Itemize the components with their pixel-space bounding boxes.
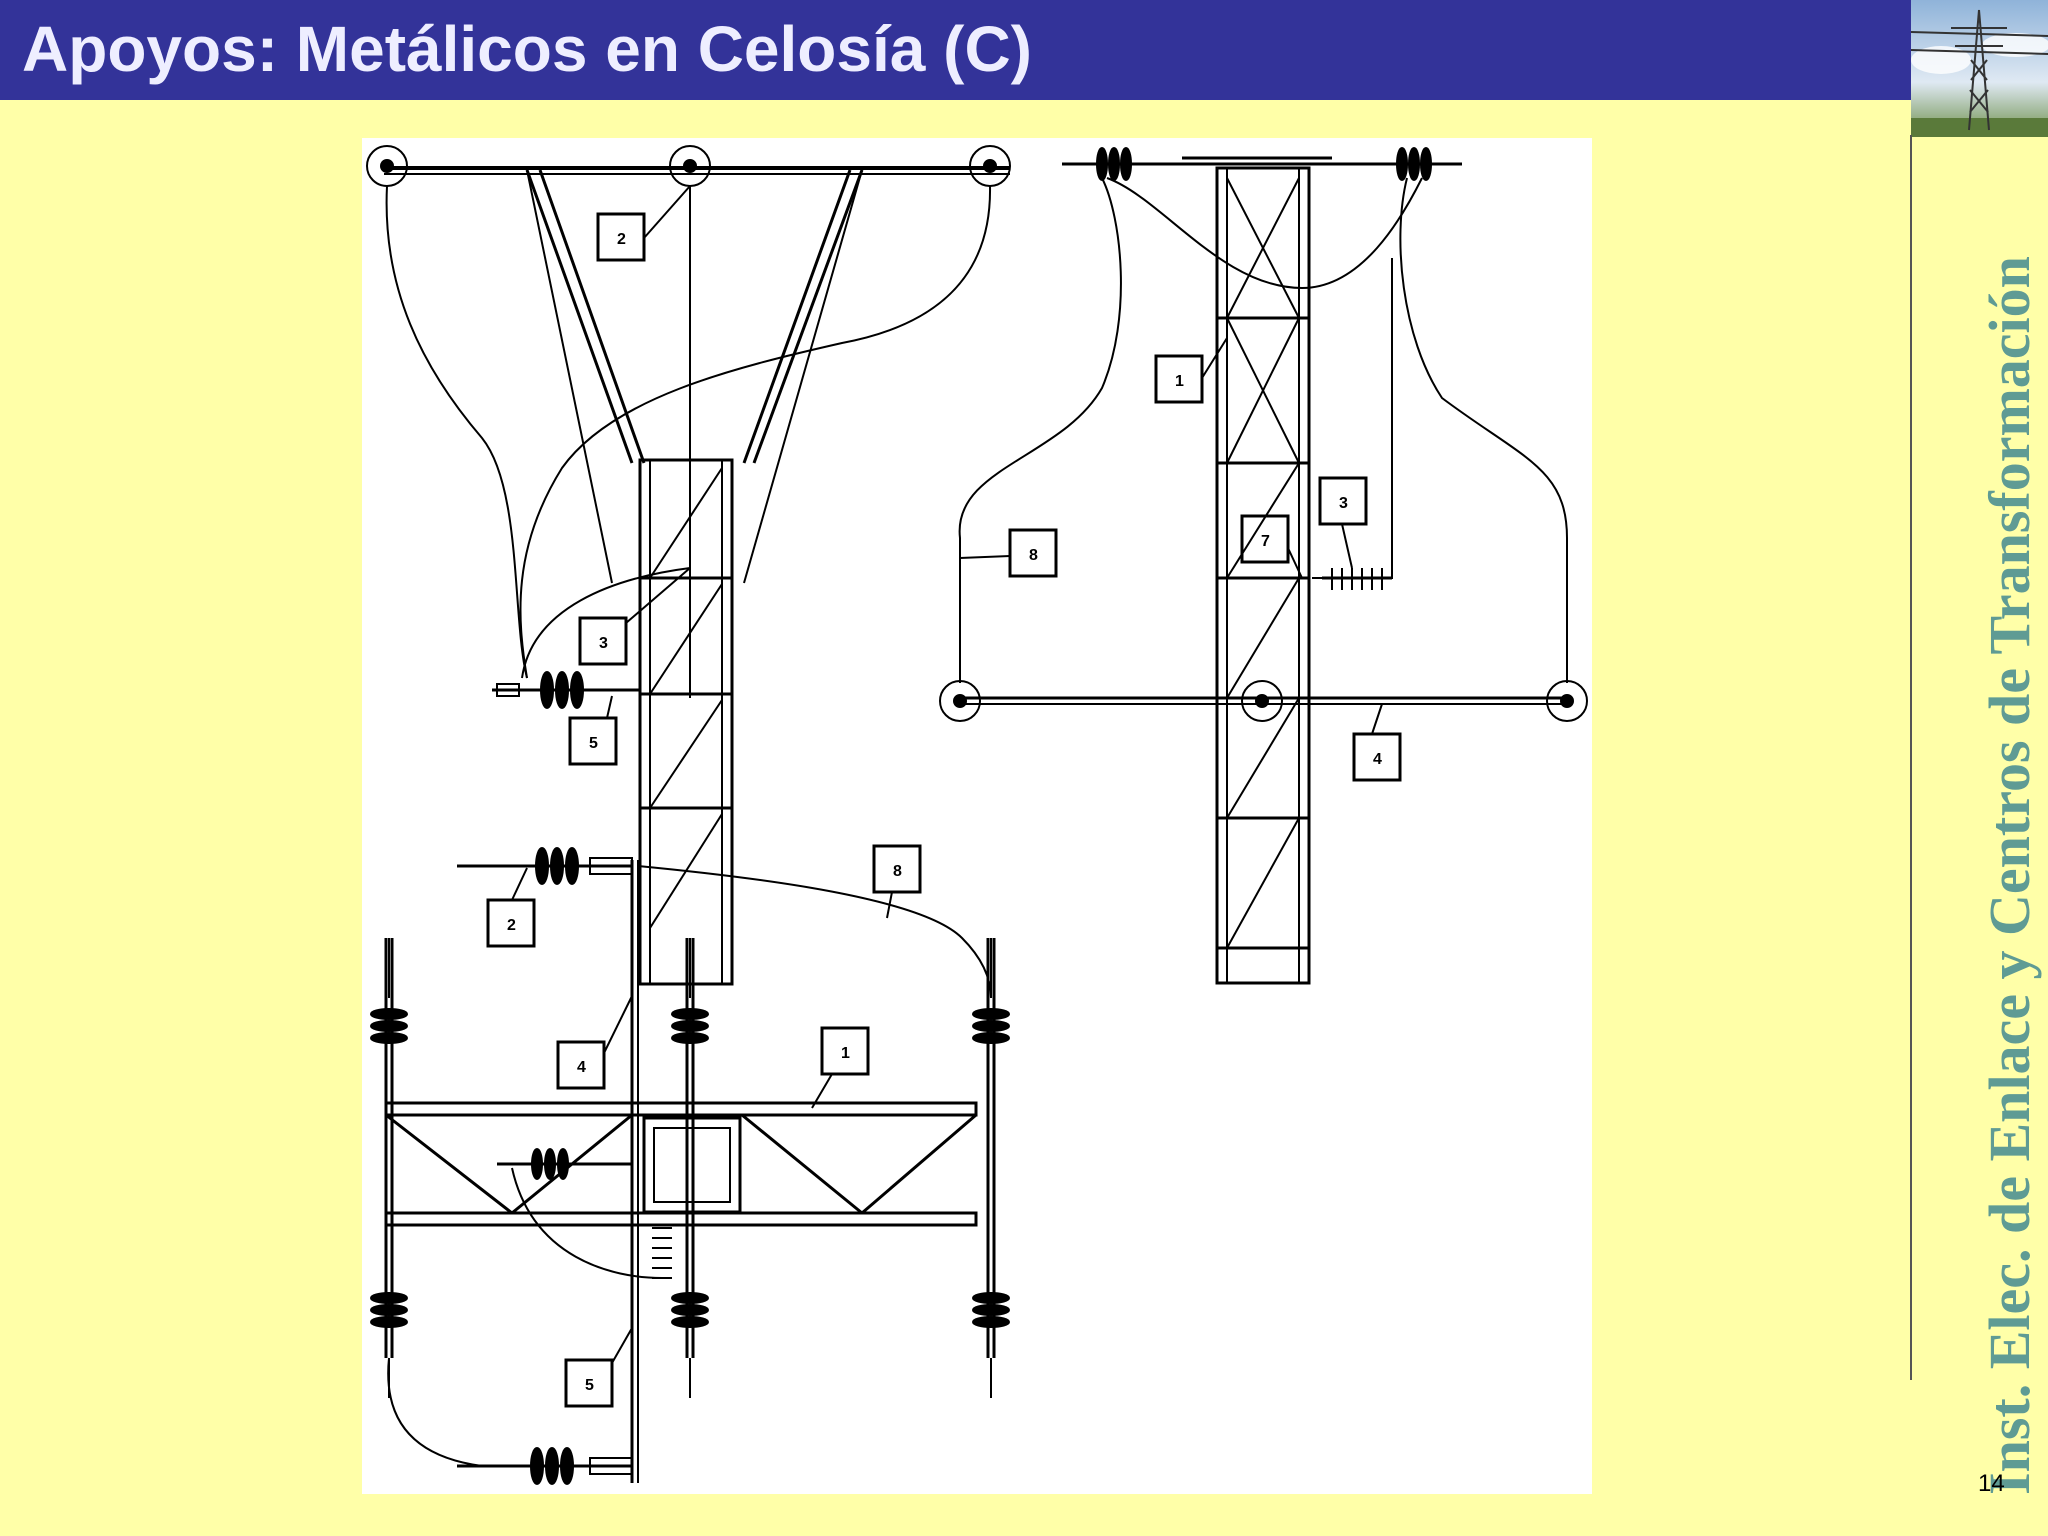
callout-top-right-4: 4 <box>1373 751 1382 768</box>
title-bar: Apoyos: Metálicos en Celosía (C) <box>0 0 1911 100</box>
callout-top-right-7: 7 <box>1261 533 1270 550</box>
callout-top-right-1: 1 <box>1175 373 1184 390</box>
power-tower-logo <box>1911 0 2048 137</box>
tower-front-view: 2 3 5 <box>366 145 1011 986</box>
callout-top-right-8: 8 <box>1029 547 1038 564</box>
callout-top-left-3: 3 <box>599 635 608 652</box>
page-number: 14 <box>1978 1470 2005 1497</box>
side-divider <box>1910 135 1912 1380</box>
callout-bottom-5: 5 <box>585 1377 594 1394</box>
side-course-title: Inst. Elec. de Enlace y Centros de Trans… <box>1977 256 2042 1495</box>
lattice-tower-drawing: 2 3 5 <box>362 138 1592 1494</box>
tower-side-view: 1 8 7 3 4 <box>939 147 1588 985</box>
callout-top-left-5: 5 <box>589 735 598 752</box>
slide-title: Apoyos: Metálicos en Celosía (C) <box>22 13 1032 85</box>
callout-bottom-4: 4 <box>577 1059 586 1076</box>
callout-bottom-8: 8 <box>893 863 902 880</box>
callout-top-left-2: 2 <box>617 231 626 248</box>
callout-bottom-2: 2 <box>507 917 516 934</box>
callout-bottom-1: 1 <box>841 1045 850 1062</box>
tower-plan-view: 2 8 4 1 5 <box>370 844 1010 1485</box>
callout-top-right-3: 3 <box>1339 495 1348 512</box>
